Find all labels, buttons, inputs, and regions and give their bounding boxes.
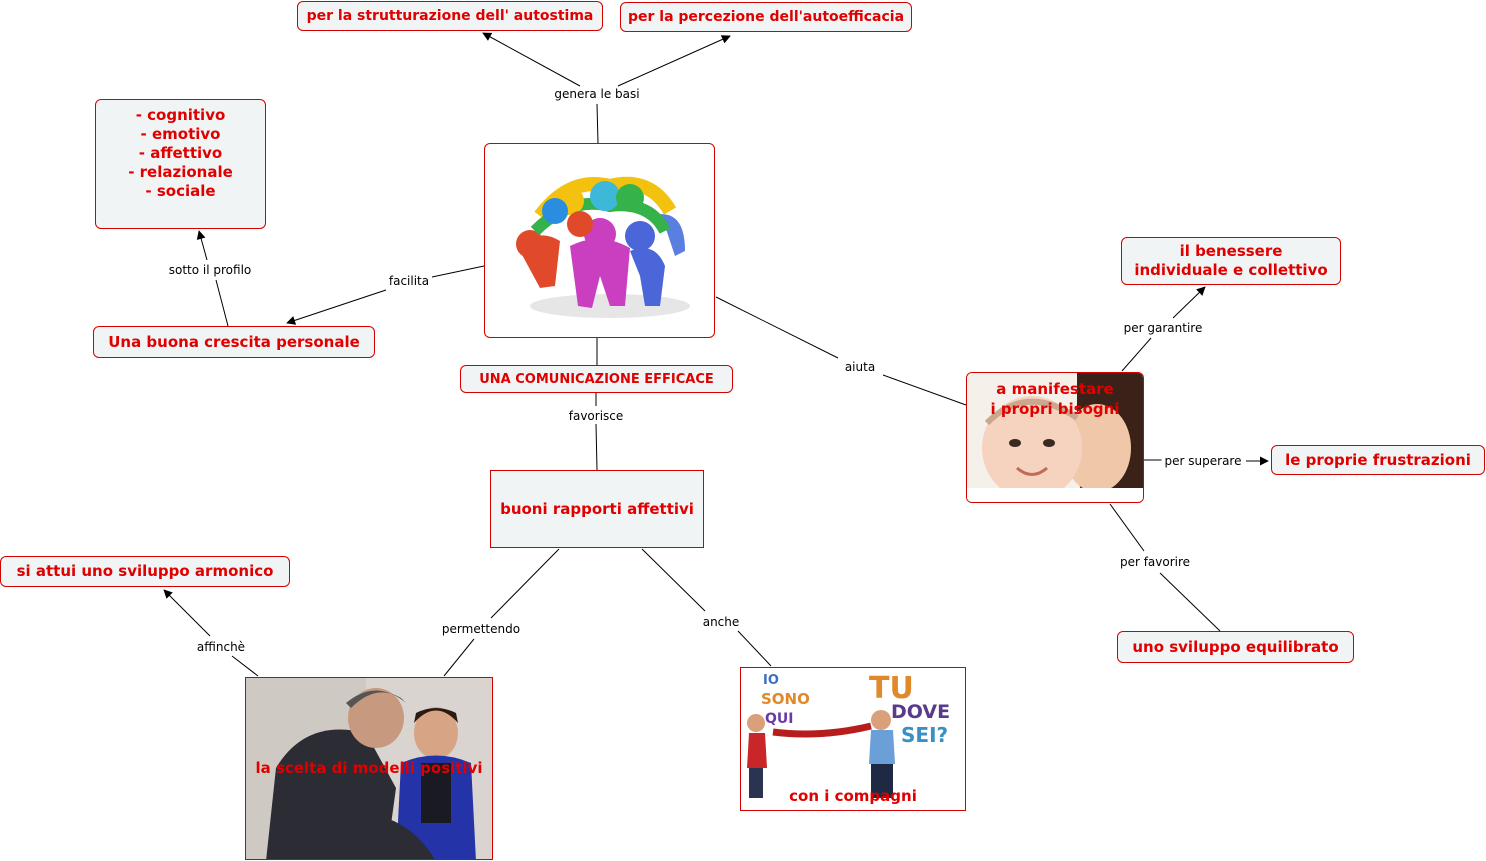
node-crescita[interactable]: Una buona crescita personale <box>93 326 375 358</box>
kids-tube-phone-icon: IO SONO QUI TU DOVE SEI? <box>741 668 965 810</box>
link-label-favorire: per favorire <box>1116 555 1194 569</box>
node-profilo-list[interactable]: - cognitivo - emotivo - affettivo - rela… <box>95 99 266 229</box>
node-equilibrato-text: uno sviluppo equilibrato <box>1132 637 1339 656</box>
node-autoefficacia[interactable]: per la percezione dell'autoefficacia <box>620 2 912 32</box>
node-armonico[interactable]: si attui uno sviluppo armonico <box>0 556 290 587</box>
link-label-affinche: affinchè <box>193 640 249 654</box>
profilo-list: - cognitivo - emotivo - affettivo - rela… <box>128 106 233 201</box>
people-circle-icon <box>515 176 690 318</box>
profilo-item: - relazionale <box>128 163 233 181</box>
node-comunicazione-text: UNA COMUNICAZIONE EFFICACE <box>479 371 714 387</box>
node-benessere[interactable]: il benessere individuale e collettivo <box>1121 237 1341 285</box>
poster-right-line: TU <box>869 671 914 706</box>
link-profilo-list <box>196 230 208 261</box>
profilo-item: - cognitivo <box>135 106 226 124</box>
poster-left-line: IO <box>763 673 779 688</box>
node-autostima[interactable]: per la strutturazione dell' autostima <box>297 1 603 31</box>
link-label-permettendo: permettendo <box>438 622 524 636</box>
link-aiuta-manifestare <box>882 374 967 406</box>
node-rapporti[interactable]: buoni rapporti affettivi <box>490 470 704 548</box>
poster-right-line: DOVE <box>891 701 950 723</box>
link-label-superare: per superare <box>1161 454 1245 468</box>
link-label-aiuta: aiuta <box>841 360 879 374</box>
profilo-item: - affettivo <box>138 144 223 162</box>
link-label-genera: genera le basi <box>551 87 643 101</box>
link-label-facilita: facilita <box>385 274 433 288</box>
link-rapporti-anche <box>641 548 706 612</box>
node-rapporti-text: buoni rapporti affettivi <box>500 499 694 518</box>
link-permettendo-modelli <box>443 638 475 677</box>
link-crescita-profilo <box>215 279 229 327</box>
link-favorire-equilibrato <box>1159 572 1221 632</box>
mother-baby-photo-icon <box>967 373 1143 502</box>
link-genera-autostima <box>482 32 581 87</box>
profilo-item: - emotivo <box>140 125 221 143</box>
node-crescita-text: Una buona crescita personale <box>108 332 360 351</box>
link-center-facilita <box>431 265 485 278</box>
node-comunicazione[interactable]: UNA COMUNICAZIONE EFFICACE <box>460 365 733 393</box>
poster-left-line: SONO <box>761 690 810 708</box>
node-armonico-text: si attui uno sviluppo armonico <box>16 562 274 580</box>
node-center-image[interactable] <box>484 143 715 338</box>
node-modelli-text: la scelta di modelli positivi <box>255 759 483 777</box>
link-favorisce-rapporti <box>595 423 598 471</box>
poster-right-line: SEI? <box>901 723 948 747</box>
node-equilibrato[interactable]: uno sviluppo equilibrato <box>1117 631 1354 663</box>
link-facilita-crescita <box>286 289 387 325</box>
node-compagni[interactable]: IO SONO QUI TU DOVE SEI? con i compagni <box>740 667 966 811</box>
father-child-photo-icon <box>246 678 492 859</box>
poster-left-line: QUI <box>765 711 793 727</box>
link-garantire-benessere <box>1172 286 1206 319</box>
link-modelli-affinche <box>231 655 259 677</box>
node-frustrazioni[interactable]: le proprie frustrazioni <box>1271 445 1485 475</box>
link-label-garantire: per garantire <box>1120 321 1206 335</box>
link-center-genera <box>596 103 599 144</box>
link-affinche-armonico <box>163 589 211 637</box>
node-frustrazioni-text: le proprie frustrazioni <box>1285 450 1471 469</box>
link-rapporti-permettendo <box>490 548 560 619</box>
node-manifestare-text: a manifestare i propri bisogni <box>990 380 1120 418</box>
link-label-profilo: sotto il profilo <box>165 263 255 277</box>
node-autoefficacia-text: per la percezione dell'autoefficacia <box>627 8 905 25</box>
link-label-favorisce: favorisce <box>565 409 627 423</box>
link-manifestare-favorire <box>1109 503 1145 552</box>
node-autostima-text: per la strutturazione dell' autostima <box>306 7 594 24</box>
link-genera-autoefficacia <box>617 35 731 87</box>
node-modelli[interactable]: la scelta di modelli positivi <box>245 677 493 860</box>
link-manifestare-garantire <box>1121 337 1152 372</box>
link-anche-compagni <box>737 630 772 667</box>
node-compagni-text: con i compagni <box>789 787 917 805</box>
node-manifestare[interactable]: a manifestare i propri bisogni <box>966 372 1144 503</box>
link-center-aiuta <box>715 296 839 359</box>
link-label-anche: anche <box>699 615 743 629</box>
profilo-item: - sociale <box>145 182 216 200</box>
node-benessere-text: il benessere individuale e collettivo <box>1134 242 1328 279</box>
